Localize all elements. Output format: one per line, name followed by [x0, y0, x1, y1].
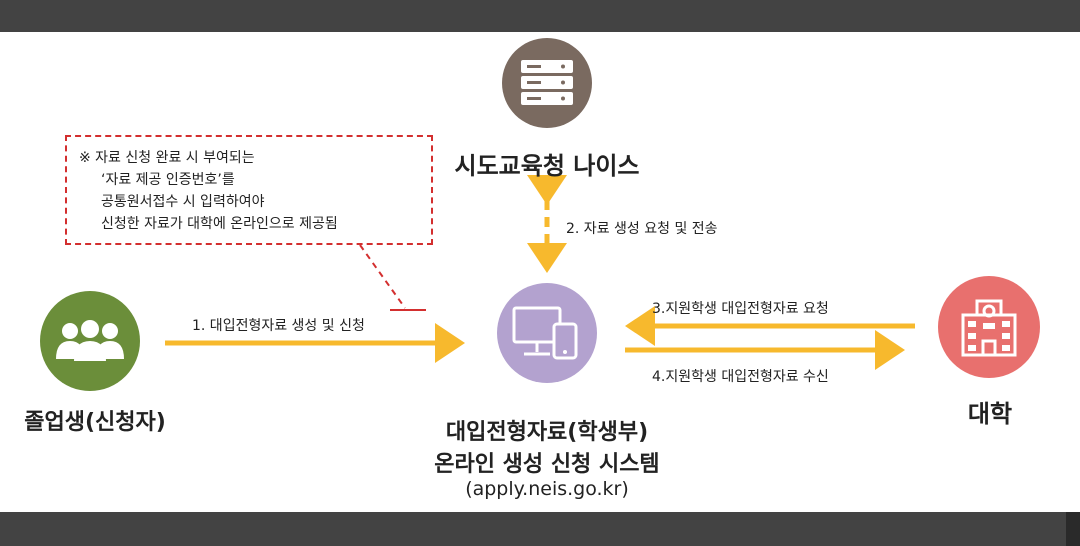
graduate-label: 졸업생(신청자)	[24, 410, 166, 435]
system-label-2: 온라인 생성 신청 시스템	[434, 452, 660, 477]
server-icon	[521, 60, 573, 105]
bottom-frame-bar	[0, 512, 1080, 546]
graduate-node	[40, 291, 140, 391]
step1-label: 1. 대입전형자료 생성 및 신청	[192, 318, 365, 334]
building-icon	[961, 299, 1017, 357]
neis-node	[502, 38, 592, 128]
note-line-2: ‘자료 제공 인증번호’를	[101, 172, 235, 188]
note-line-1: ※ 자료 신청 완료 시 부여되는	[79, 150, 255, 166]
university-label: 대학	[967, 400, 1013, 428]
bottom-bar-edge	[1066, 512, 1080, 546]
step3-label: 3.지원학생 대입전형자료 요청	[652, 301, 829, 317]
step2-label: 2. 자료 생성 요청 및 전송	[566, 221, 718, 237]
system-label-1: 대입전형자료(학생부)	[445, 420, 649, 445]
system-url: (apply.neis.go.kr)	[465, 478, 629, 500]
system-node	[497, 283, 597, 383]
neis-label: 시도교육청 나이스	[454, 152, 640, 180]
devices-icon	[512, 306, 578, 360]
university-node	[938, 276, 1040, 378]
users-icon	[56, 320, 124, 361]
step4-label: 4.지원학생 대입전형자료 수신	[652, 369, 829, 385]
note-line-4: 신청한 자료가 대학에 온라인으로 제공됨	[101, 216, 338, 232]
note-box: ※ 자료 신청 완료 시 부여되는 ‘자료 제공 인증번호’를 공통원서접수 시…	[65, 135, 433, 245]
note-line-3: 공통원서접수 시 입력하여야	[101, 194, 265, 210]
top-frame-bar	[0, 0, 1080, 32]
note-connector	[359, 244, 406, 309]
